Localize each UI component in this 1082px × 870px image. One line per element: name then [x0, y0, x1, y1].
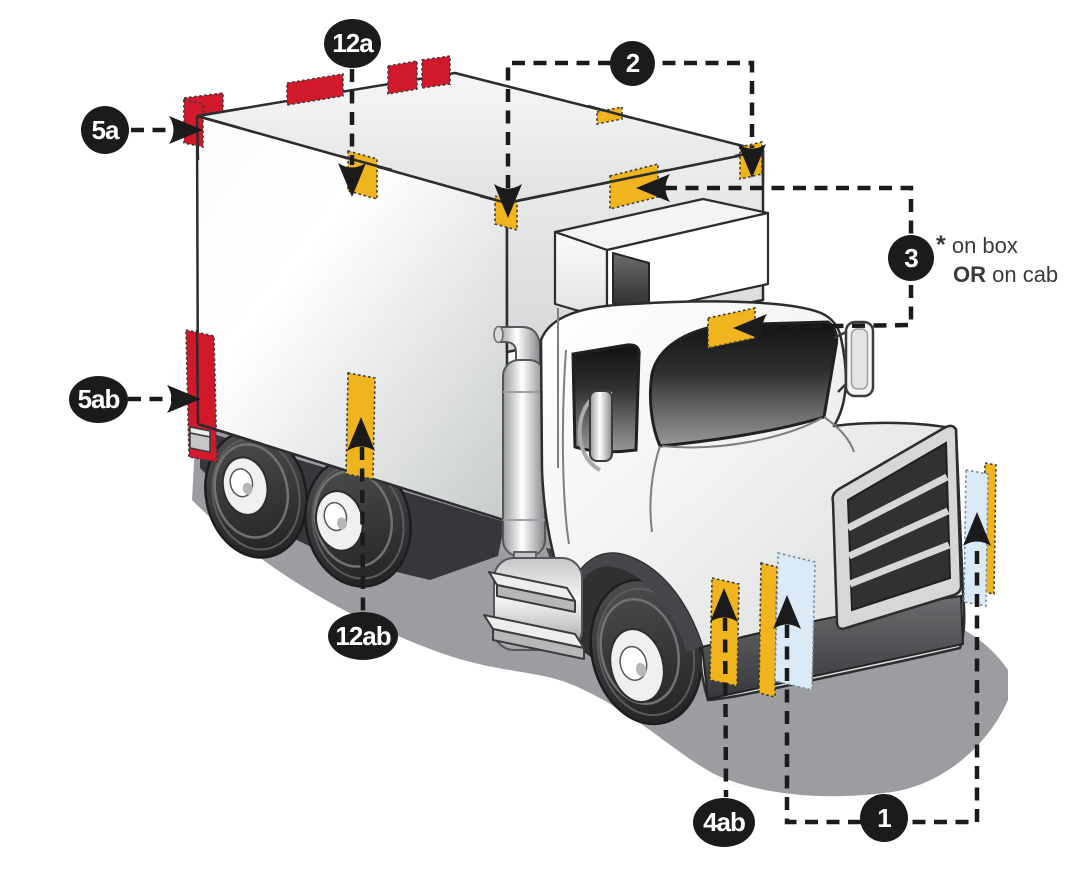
grille-slats: [846, 473, 951, 588]
rear-wheel-outer: [204, 429, 308, 559]
red-clearance-markers: [183, 55, 451, 463]
pointer-arrowheads: [167, 116, 991, 629]
callout-12a: 12a: [324, 19, 381, 68]
arrow-5ab: [167, 385, 201, 413]
door-mirror: [589, 390, 613, 462]
callout-5a: 5a: [81, 106, 129, 154]
roof-vent-box: [553, 197, 770, 321]
arrow-5a: [169, 116, 203, 144]
arrow-2-right: [738, 144, 766, 178]
note-on-box-or-cab: * on box OR on cab: [936, 231, 1058, 289]
arrow-12a: [338, 163, 366, 197]
marker-front-corner-left: [758, 561, 778, 699]
line-12ab: [359, 446, 366, 613]
callout-4ab: 4ab: [693, 798, 755, 847]
right-mirror-bracket: [833, 330, 847, 393]
arrow-2-left: [494, 184, 522, 218]
box-edge-overdraw: [195, 106, 263, 446]
body-seams: [557, 308, 855, 545]
line-3-top: [664, 185, 914, 330]
license-bracket: [189, 426, 211, 453]
line-4ab: [722, 617, 729, 798]
windshield: [648, 320, 839, 448]
arrow-3-cab: [733, 314, 767, 342]
marker-3-on-cab: [707, 307, 756, 349]
rear-wheel-inner: [304, 456, 412, 588]
note-line-2: OR on cab: [953, 262, 1059, 287]
rear-id-lamp-2: [387, 60, 418, 95]
rear-id-lamp-3: [421, 55, 451, 89]
asterisk: *: [936, 231, 946, 259]
fuel-tank-steps: [483, 557, 585, 660]
rear-id-lamp-1: [286, 73, 344, 106]
callout-12ab: 12ab: [328, 612, 398, 660]
fender-arch: [567, 553, 702, 652]
arrow-4ab: [710, 588, 738, 622]
arrow-1-right: [963, 512, 991, 546]
arrow-3-box: [636, 174, 670, 202]
callout-5ab: 5ab: [69, 376, 128, 423]
rear-axle: [200, 429, 505, 588]
callout-3: 3: [888, 235, 934, 281]
callout-1: 1: [860, 794, 908, 842]
arrow-12ab: [347, 417, 375, 451]
arrow-1-left: [773, 595, 801, 629]
note-line-1: * on box: [936, 231, 1018, 259]
callout-2: 2: [610, 41, 655, 86]
